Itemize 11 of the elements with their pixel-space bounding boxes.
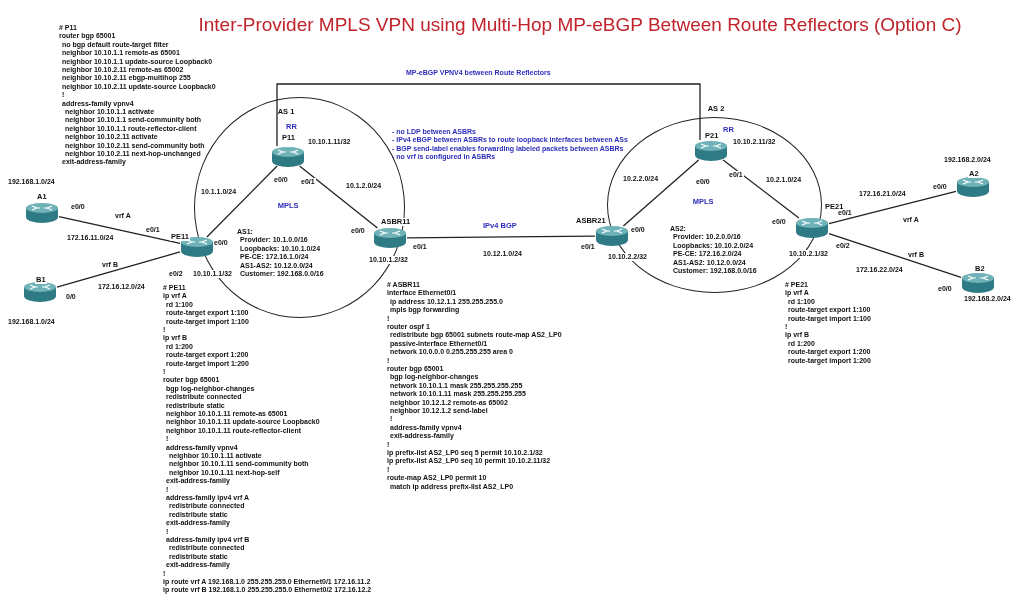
link-line bbox=[622, 159, 700, 227]
link-line bbox=[206, 165, 278, 238]
link-line bbox=[58, 216, 181, 244]
link-line bbox=[406, 235, 596, 239]
link-line bbox=[298, 165, 379, 229]
link-line bbox=[56, 251, 181, 288]
link-line bbox=[828, 232, 962, 279]
link-line bbox=[276, 83, 701, 147]
title: Inter-Provider MPLS VPN using Multi-Hop MP-eBGP Between Route Reflectors (Option C) bbox=[198, 14, 962, 36]
link-line bbox=[722, 159, 800, 219]
link-line bbox=[828, 190, 957, 225]
